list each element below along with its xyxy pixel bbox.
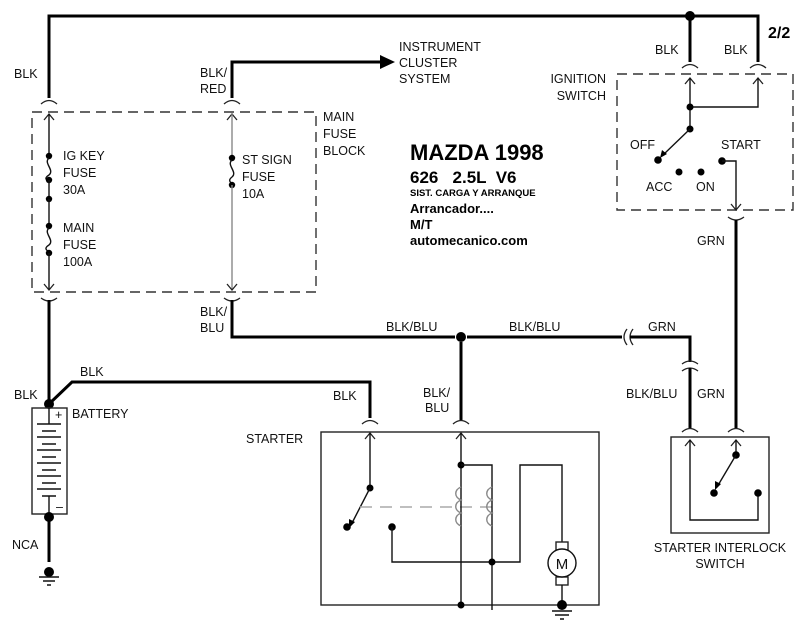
st-sign-fuse <box>226 114 238 292</box>
wire-label-grn-interlock: GRN <box>697 387 725 401</box>
starter-label: STARTER <box>246 432 303 446</box>
svg-text:STARTER INTERLOCK: STARTER INTERLOCK <box>654 541 787 555</box>
wire-label-blk-red-1: BLK/ <box>200 66 228 80</box>
wire-label-batt-blk-upper: BLK <box>14 388 38 402</box>
ignition-position-on: ON <box>696 180 715 194</box>
pull-in-coil-icon <box>486 486 494 527</box>
wire-label-blk-blu-h1: BLK/BLU <box>386 320 437 334</box>
ignition-switch-label: IGNITION SWITCH <box>550 72 606 103</box>
svg-text:SWITCH: SWITCH <box>695 557 744 571</box>
switch-contact-acc <box>675 168 683 176</box>
svg-text:IGNITION: IGNITION <box>550 72 606 86</box>
ignition-switch-outline <box>616 73 794 211</box>
splice-dot <box>685 11 695 21</box>
ignition-position-acc: ACC <box>646 180 672 194</box>
svg-text:10A: 10A <box>242 187 265 201</box>
wire-label-nca: NCA <box>12 538 39 552</box>
wire-label-ign-blk-2: BLK <box>724 43 748 57</box>
svg-text:MAIN: MAIN <box>63 221 94 235</box>
main-fuse-block-outline <box>31 111 317 293</box>
wire-label-blk-blu-2: BLU <box>200 321 224 335</box>
wire-label-grn-ign: GRN <box>697 234 725 248</box>
svg-text:100A: 100A <box>63 255 93 269</box>
arrow-right-icon <box>380 55 395 69</box>
svg-text:CLUSTER: CLUSTER <box>399 56 457 70</box>
ground-icon <box>39 567 59 586</box>
ignition-switch-internal <box>654 78 759 212</box>
wire-top-blk <box>47 11 760 98</box>
wire-label-blk-red-2: RED <box>200 82 226 96</box>
title-make-year: MAZDA 1998 <box>410 140 544 165</box>
splice-dot <box>456 332 466 342</box>
svg-text:IG KEY: IG KEY <box>63 149 105 163</box>
wire-label-blk-blu-h2: BLK/BLU <box>509 320 560 334</box>
wire-label-blk-blu-1: BLK/ <box>200 305 228 319</box>
svg-text:SYSTEM: SYSTEM <box>399 72 450 86</box>
wire-blk-blu <box>230 300 622 420</box>
title-system: SIST. CARGA Y ARRANQUE <box>410 188 536 199</box>
svg-text:30A: 30A <box>63 183 86 197</box>
main-fuse <box>43 222 55 292</box>
svg-text:FUSE: FUSE <box>242 170 275 184</box>
interlock-switch-label: STARTER INTERLOCK SWITCH <box>654 541 787 571</box>
interlock-switch-internal <box>689 440 762 521</box>
switch-contact-off <box>654 156 662 164</box>
title-website: automecanico.com <box>410 233 528 248</box>
st-sign-fuse-label: ST SIGN FUSE 10A <box>242 153 292 201</box>
hold-in-coil-icon <box>455 486 463 527</box>
wire-label-batt-blk-right: BLK <box>80 365 104 379</box>
wire-blk-red <box>230 55 395 98</box>
battery-minus: – <box>56 500 63 514</box>
ignition-position-start: START <box>721 138 761 152</box>
svg-text:FUSE: FUSE <box>63 166 96 180</box>
svg-text:FUSE: FUSE <box>323 127 356 141</box>
motor-symbol: M <box>556 556 569 573</box>
title-block: MAZDA 1998 626 2.5L V6 SIST. CARGA Y ARR… <box>410 140 544 248</box>
wire-grn <box>630 335 692 362</box>
ig-key-fuse-label: IG KEY FUSE 30A <box>63 149 105 197</box>
wire-label-starter-blk-blu-1: BLK/ <box>423 386 451 400</box>
battery-label: BATTERY <box>72 407 129 421</box>
wire-label-ign-blk-1: BLK <box>655 43 679 57</box>
battery-positive-terminal <box>44 399 54 409</box>
starter-internal <box>343 433 577 620</box>
title-model-engine: 626 2.5L V6 <box>410 168 516 187</box>
svg-text:INSTRUMENT: INSTRUMENT <box>399 40 481 54</box>
connector-ign-bottom <box>727 216 745 221</box>
svg-text:ST SIGN: ST SIGN <box>242 153 292 167</box>
instrument-cluster-label: INSTRUMENT CLUSTER SYSTEM <box>399 40 481 86</box>
ignition-position-off: OFF <box>630 138 655 152</box>
motor-icon <box>547 548 577 578</box>
svg-text:MAIN: MAIN <box>323 110 354 124</box>
wire-label-grn-conn: GRN <box>648 320 676 334</box>
battery-plus: + <box>55 408 62 422</box>
interlock-switch-outline <box>670 436 770 534</box>
page-number: 2/2 <box>768 25 790 42</box>
interlock-switch-blade <box>716 454 737 488</box>
main-fuse-label: MAIN FUSE 100A <box>63 221 96 269</box>
svg-text:SWITCH: SWITCH <box>557 89 606 103</box>
wire-label-starter-blk-blu-2: BLU <box>425 401 449 415</box>
main-fuse-block-label: MAIN FUSE BLOCK <box>323 110 366 158</box>
switch-contact-on <box>697 168 705 176</box>
svg-text:FUSE: FUSE <box>63 238 96 252</box>
title-transmission: M/T <box>410 217 432 232</box>
svg-text:BLOCK: BLOCK <box>323 144 366 158</box>
fuse-icon <box>229 159 235 185</box>
switch-blade <box>662 128 691 156</box>
battery-icon <box>31 407 68 515</box>
fuse-icon <box>45 227 52 253</box>
wire-blk-starter <box>47 380 372 418</box>
wire-label-blk-blu-interlock: BLK/BLU <box>626 387 677 401</box>
wire-label-blk: BLK <box>14 67 38 81</box>
ground-icon <box>552 610 572 620</box>
starter-outline <box>320 431 600 606</box>
wire-label-starter-blk: BLK <box>333 389 357 403</box>
title-circuit: Arrancador.... <box>410 201 494 216</box>
ig-key-fuse <box>45 114 53 226</box>
